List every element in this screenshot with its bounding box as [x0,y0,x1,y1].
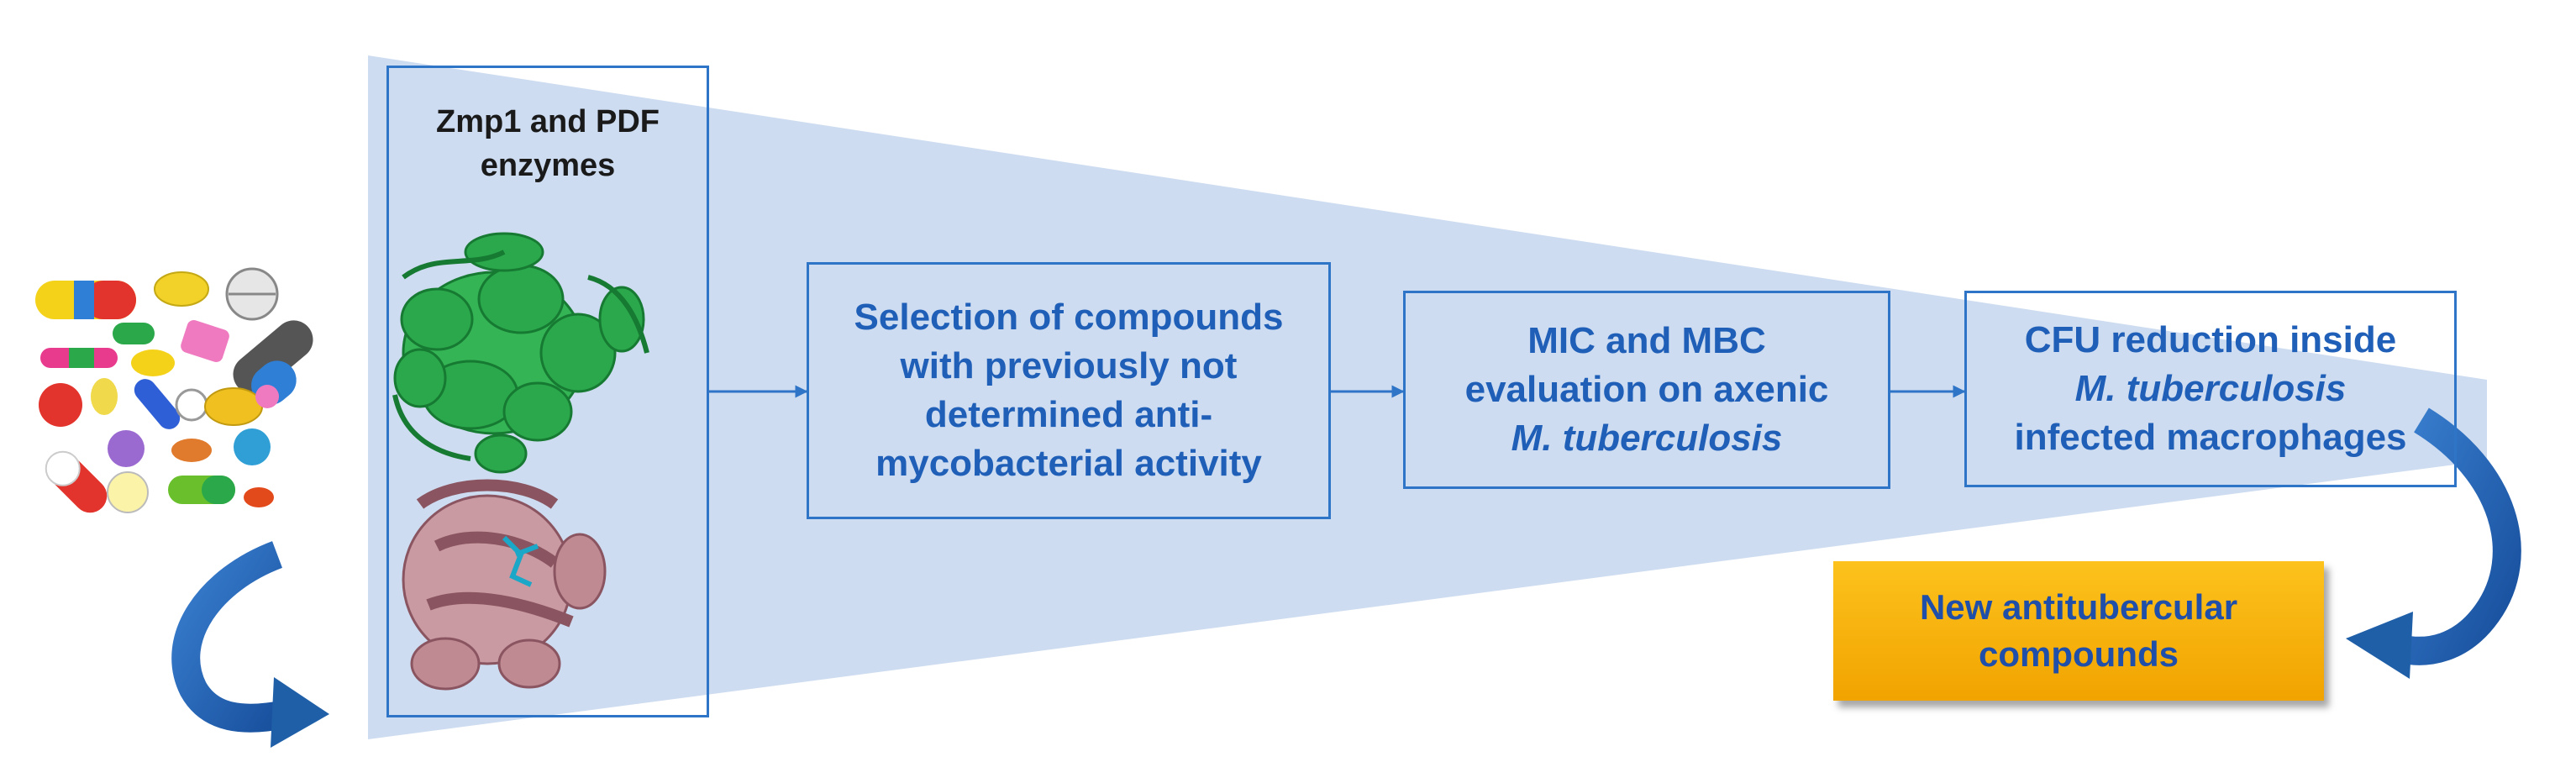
curved-arrow-icon [2346,407,2521,679]
protein-structure-icon [392,232,649,691]
step-selection-line2: with previously not [900,345,1238,386]
new-compounds-line2: compounds [1979,634,2179,674]
step-selection-box: Selection of compounds with previously n… [807,262,1331,519]
step-selection-line4: mycobacterial activity [875,443,1262,484]
pills-cluster-icon [35,267,313,513]
step-cfu-line1: CFU reduction inside [2024,319,2397,360]
step-cfu-box: CFU reduction inside M. tuberculosis inf… [1964,291,2457,487]
step-selection-line3: determined anti- [924,394,1213,435]
curved-arrow-icon [171,541,329,748]
step-selection-line1: Selection of compounds [854,297,1284,338]
step-mic-mbc-box: MIC and MBC evaluation on axenic M. tube… [1403,291,1890,489]
step-cfu-line3: infected macrophages [2014,417,2407,458]
new-compounds-line1: New antitubercular [1919,587,2238,627]
enzymes-title-line2: enzymes [480,148,616,183]
new-compounds-box: New antitubercular compounds [1833,561,2324,701]
enzymes-title: Zmp1 and PDF enzymes [389,100,707,187]
step-mic-mbc-line2: evaluation on axenic [1464,369,1829,410]
enzymes-title-line1: Zmp1 and PDF [435,104,660,139]
enzymes-panel: Zmp1 and PDF enzymes [386,66,709,717]
step-mic-mbc-line1: MIC and MBC [1527,320,1766,361]
step-mic-mbc-organism: M. tuberculosis [1511,418,1783,459]
funnel-background [368,55,2487,739]
step-cfu-organism: M. tuberculosis [2074,368,2347,409]
